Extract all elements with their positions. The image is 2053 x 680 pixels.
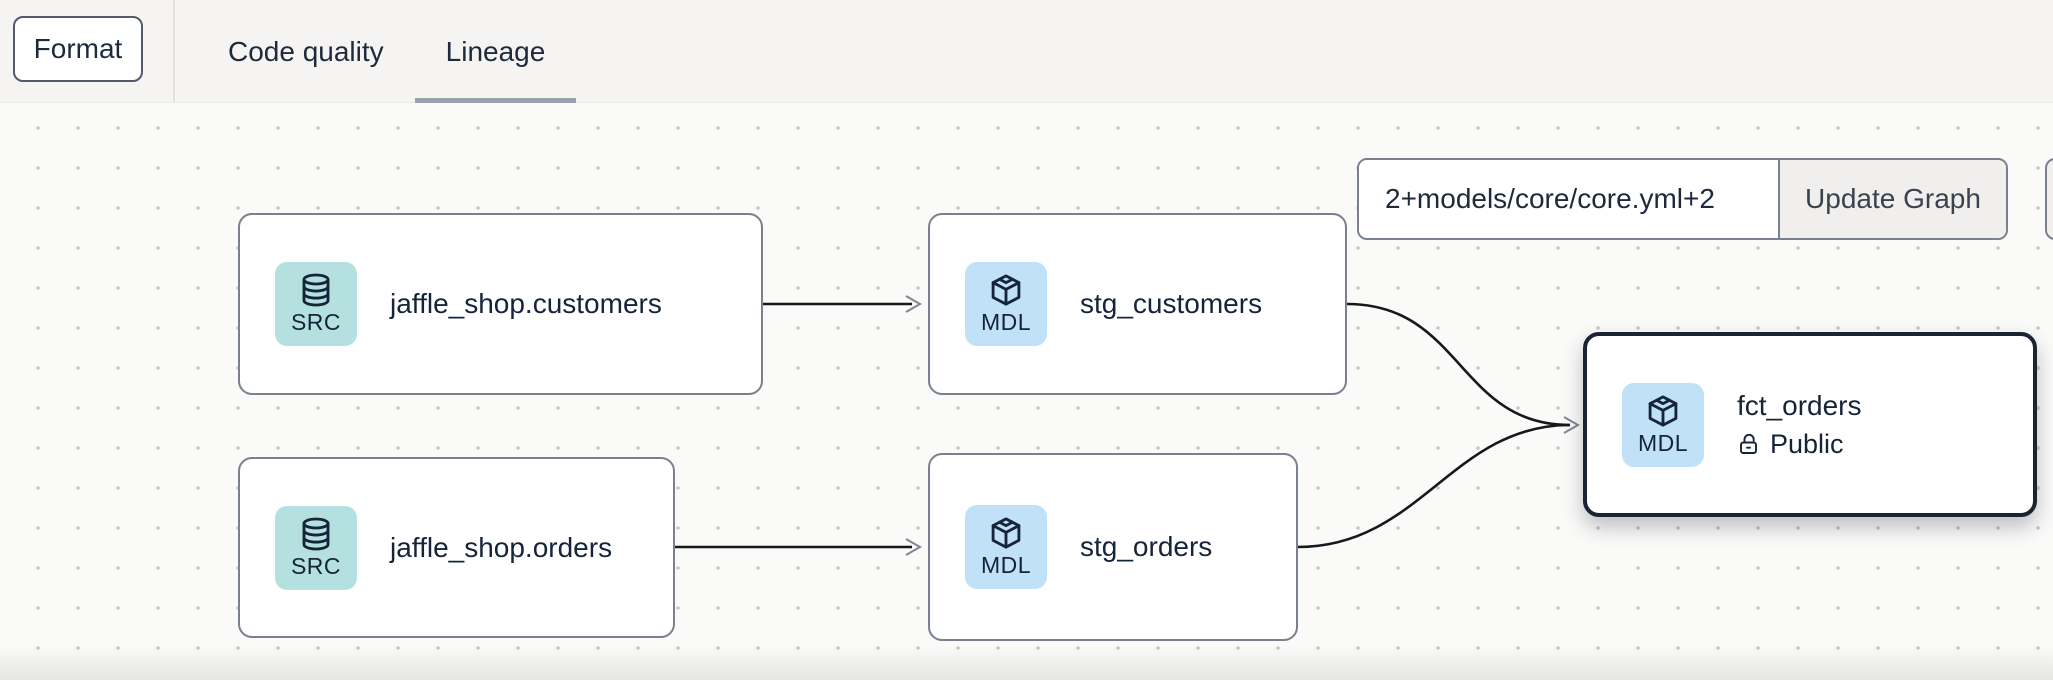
source-badge: SRC (275, 505, 357, 590)
node-label: jaffle_shop.orders (390, 531, 613, 563)
access-badge: Public (1737, 429, 1862, 460)
cube-icon (991, 274, 1021, 306)
database-icon (302, 517, 330, 550)
update-graph-button[interactable]: Update Graph (1778, 160, 2006, 238)
tab-bar: Code quality Lineage (197, 0, 576, 103)
node-stg-customers[interactable]: MDL stg_customers (928, 213, 1347, 395)
clipped-edge-button[interactable] (2045, 158, 2053, 240)
arrowhead-icon (1563, 416, 1581, 434)
badge-label: MDL (1637, 429, 1689, 456)
tab-lineage[interactable]: Lineage (414, 0, 577, 103)
format-button[interactable]: Format (13, 16, 143, 82)
lineage-canvas[interactable]: SRC jaffle_shop.customers MDL stg_custom… (0, 103, 2053, 680)
model-badge: MDL (965, 505, 1047, 589)
node-jaffle-shop-customers[interactable]: SRC jaffle_shop.customers (238, 213, 763, 395)
node-jaffle-shop-orders[interactable]: SRC jaffle_shop.orders (238, 457, 675, 638)
edge-stg-orders-to-fct (1297, 423, 1571, 549)
node-stg-orders[interactable]: MDL stg_orders (928, 453, 1298, 641)
badge-label: MDL (980, 309, 1032, 335)
lock-open-icon (1740, 433, 1757, 454)
lineage-edges (675, 295, 1581, 556)
arrowhead-icon (905, 538, 923, 556)
toolbar-divider (173, 0, 175, 102)
node-label: stg_orders (1080, 531, 1213, 562)
node-fct-orders[interactable]: MDL fct_orders Public (1583, 332, 2037, 517)
badge-label: SRC (290, 552, 342, 579)
node-label: stg_customers (1080, 288, 1263, 319)
node-label: fct_orders (1737, 389, 1862, 421)
graph-selector-group: Update Graph (1357, 158, 2008, 240)
edge-stg-customers-to-fct (1346, 302, 1571, 427)
cube-icon (1648, 394, 1678, 427)
selector-input[interactable] (1359, 160, 1778, 238)
node-label: jaffle_shop.customers (390, 288, 662, 319)
tab-code-quality[interactable]: Code quality (228, 35, 384, 67)
badge-label: MDL (980, 552, 1032, 578)
toolbar: Format Code quality Lineage (0, 0, 2053, 103)
access-label: Public (1770, 428, 1844, 459)
model-badge: MDL (965, 262, 1047, 346)
badge-label: SRC (290, 309, 342, 335)
model-badge: MDL (1622, 382, 1704, 467)
database-icon (302, 273, 330, 307)
cube-icon (991, 517, 1021, 549)
arrowhead-icon (905, 295, 923, 313)
source-badge: SRC (275, 262, 357, 346)
